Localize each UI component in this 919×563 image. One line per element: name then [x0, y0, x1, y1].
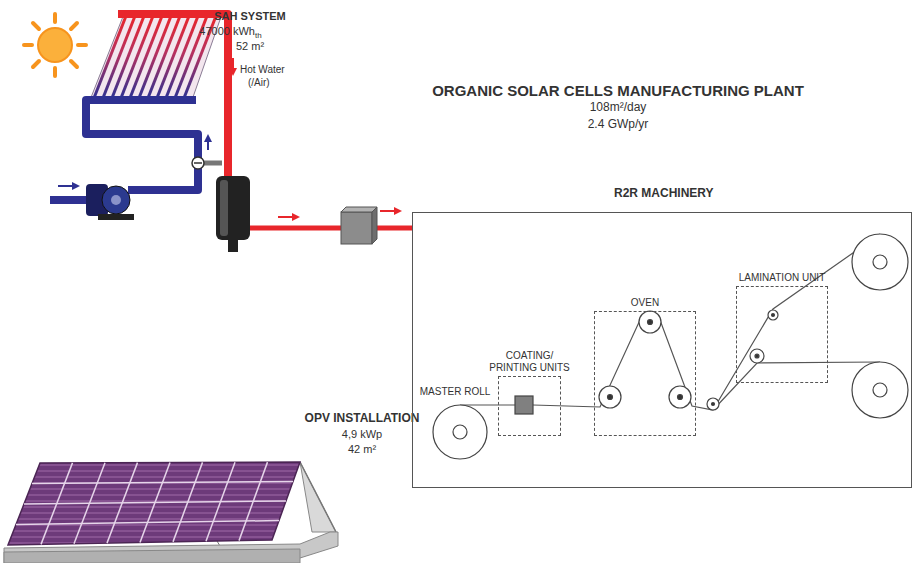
unit-subscript: th	[255, 31, 262, 40]
pump	[50, 166, 198, 220]
hot-water-pipe	[250, 207, 413, 244]
unit-heading: COATING/ PRINTING UNITS	[482, 350, 578, 373]
unit-heading: R2R MACHINERY	[614, 187, 710, 201]
machinery-frame: R2R MACHINERYCOATING/ PRINTING UNITSOVEN…	[412, 212, 912, 488]
opv-array	[4, 462, 338, 563]
area-value: 52 m²	[236, 40, 264, 53]
storage-tank	[216, 176, 250, 252]
plant-title: ORGANIC SOLAR CELLS MANUFACTURING PLANT	[432, 82, 804, 99]
process-unit: LAMINATION UNIT	[736, 286, 828, 383]
power-value: 4,9 kWp	[342, 428, 382, 441]
flow-label: (/Air)	[248, 77, 270, 89]
r2r-rollers	[433, 234, 908, 459]
capacity-value: 108m²/day	[590, 101, 647, 115]
sun-icon	[24, 14, 86, 76]
unit-heading: LAMINATION UNIT	[739, 272, 825, 284]
system-name: SAH SYSTEM	[214, 10, 286, 23]
solar-collector	[86, 14, 233, 178]
area-value: 42 m²	[348, 443, 376, 456]
process-unit: COATING/ PRINTING UNITS	[498, 376, 561, 436]
valve	[192, 157, 222, 169]
unit-heading: OVEN	[631, 297, 659, 309]
part-name: MASTER ROLL	[420, 386, 491, 398]
installation-name: OPV INSTALLATION	[305, 412, 420, 426]
energy-value: 47000 kWh	[199, 25, 255, 38]
capacity-value: 2.4 GWp/yr	[588, 118, 649, 132]
process-unit: OVEN	[594, 311, 696, 436]
flow-label: Hot Water	[240, 64, 285, 76]
